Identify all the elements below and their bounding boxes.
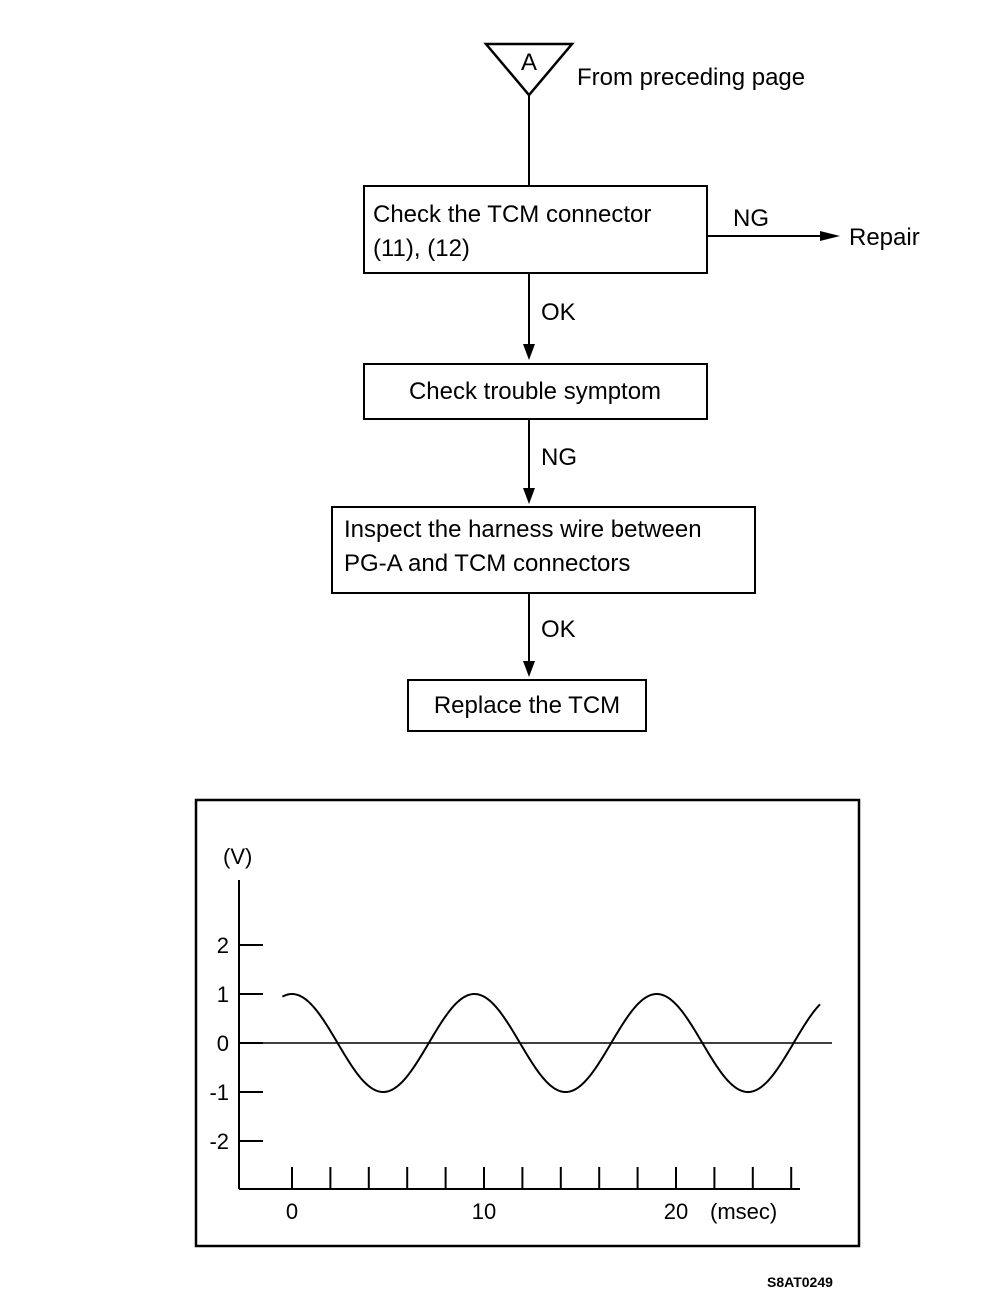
connector-note: From preceding page <box>577 64 805 91</box>
step-trouble-symptom-box <box>363 363 708 420</box>
ok-arrow-2-head <box>523 661 535 677</box>
x-tick-label: 10 <box>472 1199 496 1224</box>
y-tick-label: 1 <box>217 982 229 1007</box>
figure-code: S8AT0249 <box>767 1274 833 1290</box>
step-replace-tcm-box <box>407 679 647 732</box>
y-ticks: 2 1 0 -1 -2 <box>209 933 263 1154</box>
x-tick-label: 20 <box>664 1199 688 1224</box>
step-inspect-harness-line1: Inspect the harness wire between <box>344 516 702 543</box>
y-tick-label: 2 <box>217 933 229 958</box>
step-replace-tcm-label: Replace the TCM <box>434 692 620 719</box>
step-trouble-symptom-label: Check trouble symptom <box>409 378 661 405</box>
step-check-connector-box <box>363 185 708 274</box>
ng-repair-arrowhead <box>820 231 840 241</box>
step-check-connector-line2: (11), (12) <box>373 235 470 262</box>
y-axis-unit: (V) <box>223 844 252 869</box>
ok-label-2: OK <box>541 616 576 643</box>
chart-frame <box>194 798 861 1248</box>
x-tick-label: 0 <box>286 1199 298 1224</box>
y-tick-label: 0 <box>217 1031 229 1056</box>
step-check-connector-line1: Check the TCM connector <box>373 201 651 228</box>
ok-label-1: OK <box>541 299 576 326</box>
step-inspect-harness-box <box>331 506 756 594</box>
ng-label-1: NG <box>733 205 769 232</box>
offpage-connector <box>483 42 575 97</box>
ng-label-2: NG <box>541 444 577 471</box>
ng-arrow-2-head <box>523 488 535 504</box>
flowchart: A From preceding page Check the TCM conn… <box>331 42 920 732</box>
x-axis-unit: (msec) <box>710 1199 777 1224</box>
sine-waveform <box>281 992 821 1094</box>
ok-arrow-1-head <box>523 344 535 360</box>
y-tick-label: -1 <box>209 1080 229 1105</box>
y-tick-label: -2 <box>209 1129 229 1154</box>
repair-label: Repair <box>849 224 920 251</box>
step-inspect-harness-line2: PG-A and TCM connectors <box>344 550 630 577</box>
connector-label: A <box>521 49 537 76</box>
x-ticks: 0 10 20 <box>286 1167 793 1224</box>
